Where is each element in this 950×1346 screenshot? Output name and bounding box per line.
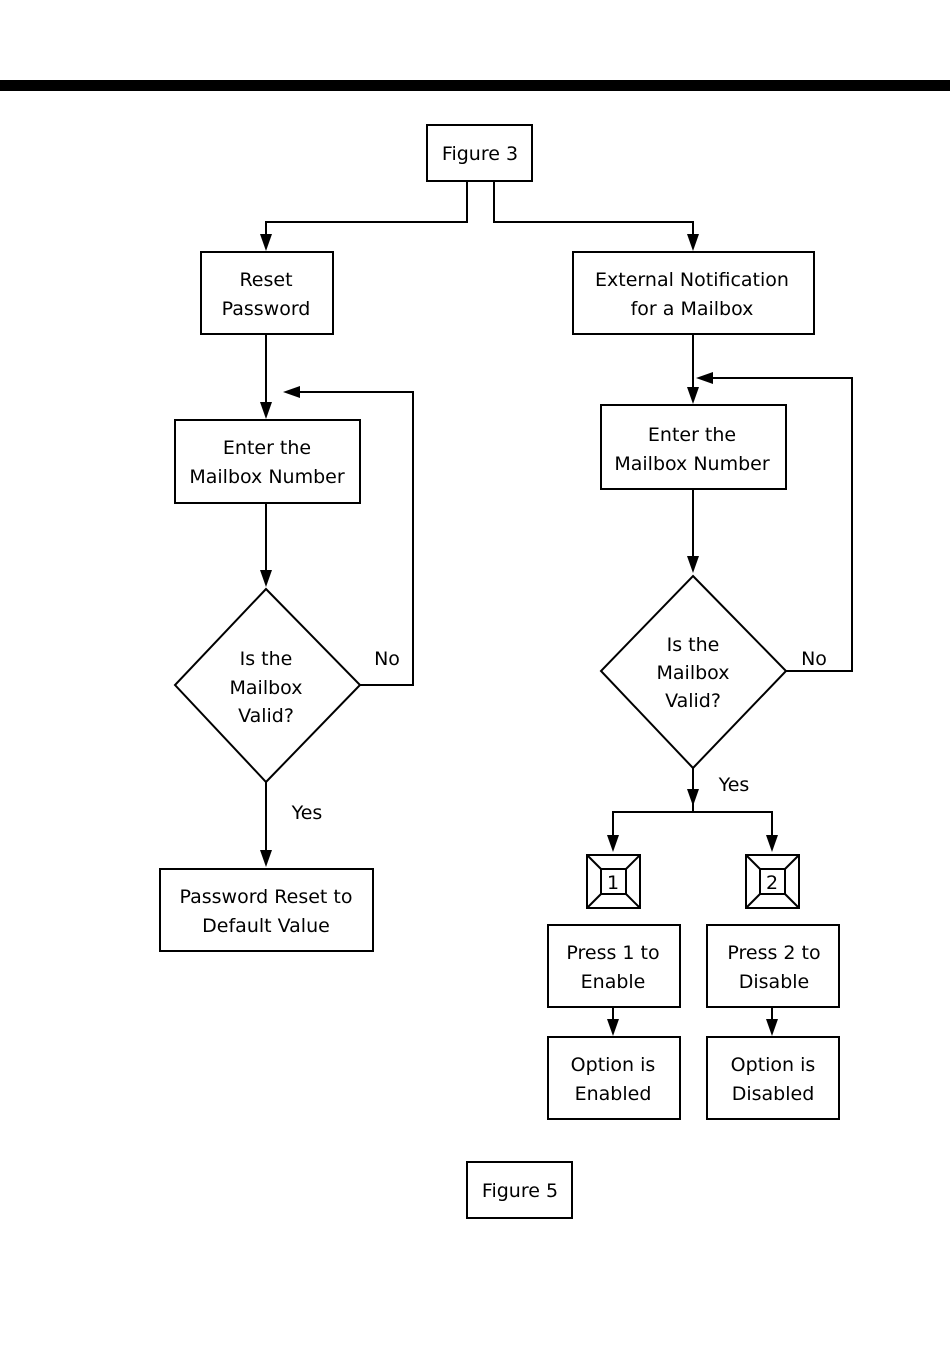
right-yes-label: Yes [718,774,750,796]
reset-password-box: Reset Password [201,252,333,334]
press-2-line2: Disable [739,971,809,993]
arrowhead [766,835,778,852]
option-enabled-line1: Option is [571,1054,656,1076]
key-2-label: 2 [766,872,778,894]
option-enabled-box: Option is Enabled [548,1037,680,1119]
key-1-label: 1 [607,872,619,894]
password-reset-box: Password Reset to Default Value [160,869,373,951]
right-decision-line1: Is the [667,634,720,656]
arrowhead [260,234,272,251]
figure3-label: Figure 3 [442,143,518,165]
external-notification-line2: for a Mailbox [631,298,754,320]
key-1-icon: 1 [587,855,640,908]
arrowhead [687,387,699,404]
right-no-label: No [801,648,827,670]
arrowhead [687,234,699,251]
arrowhead [260,850,272,867]
press-1-line1: Press 1 to [566,942,659,964]
right-decision-line3: Valid? [665,690,721,712]
reset-password-line1: Reset [239,269,292,291]
arrowhead [687,556,699,573]
arrowhead [687,789,699,806]
press-2-line1: Press 2 to [727,942,820,964]
right-enter-line2: Mailbox Number [614,453,769,475]
right-enter-mailbox-box: Enter the Mailbox Number [601,405,786,489]
key-2-icon: 2 [746,855,799,908]
figure3-box: Figure 3 [427,125,532,181]
option-disabled-box: Option is Disabled [707,1037,839,1119]
option-disabled-line1: Option is [731,1054,816,1076]
header-rule [0,80,950,91]
arrowhead [260,570,272,587]
external-notification-line1: External Notification [595,269,789,291]
left-enter-mailbox-box: Enter the Mailbox Number [175,420,360,503]
arrowhead [607,1019,619,1036]
left-no-label: No [374,648,400,670]
arrowhead [696,372,713,384]
reset-password-line2: Password [222,298,311,320]
left-decision-diamond: Is the Mailbox Valid? [175,589,360,782]
press-1-line2: Enable [581,971,646,993]
right-decision-diamond: Is the Mailbox Valid? [601,576,786,768]
right-enter-line1: Enter the [648,424,736,446]
left-decision-line3: Valid? [238,705,294,727]
arrowhead [260,402,272,419]
figure5-label: Figure 5 [482,1180,558,1202]
left-decision-line1: Is the [240,648,293,670]
left-decision-line2: Mailbox [230,677,303,699]
left-enter-line1: Enter the [223,437,311,459]
option-enabled-line2: Enabled [575,1083,652,1105]
press-2-box: Press 2 to Disable [707,925,839,1007]
left-enter-line2: Mailbox Number [189,466,344,488]
figure5-box: Figure 5 [467,1162,572,1218]
left-yes-label: Yes [291,802,323,824]
arrowhead [766,1019,778,1036]
external-notification-box: External Notification for a Mailbox [573,252,814,334]
press-1-box: Press 1 to Enable [548,925,680,1007]
right-decision-line2: Mailbox [657,662,730,684]
password-reset-line2: Default Value [202,915,330,937]
arrowhead [283,386,300,398]
option-disabled-line2: Disabled [732,1083,815,1105]
connector-fig3-left [266,181,467,244]
arrowhead [607,835,619,852]
connector-split [613,812,772,845]
connector-fig3-right [494,181,693,244]
password-reset-line1: Password Reset to [180,886,353,908]
